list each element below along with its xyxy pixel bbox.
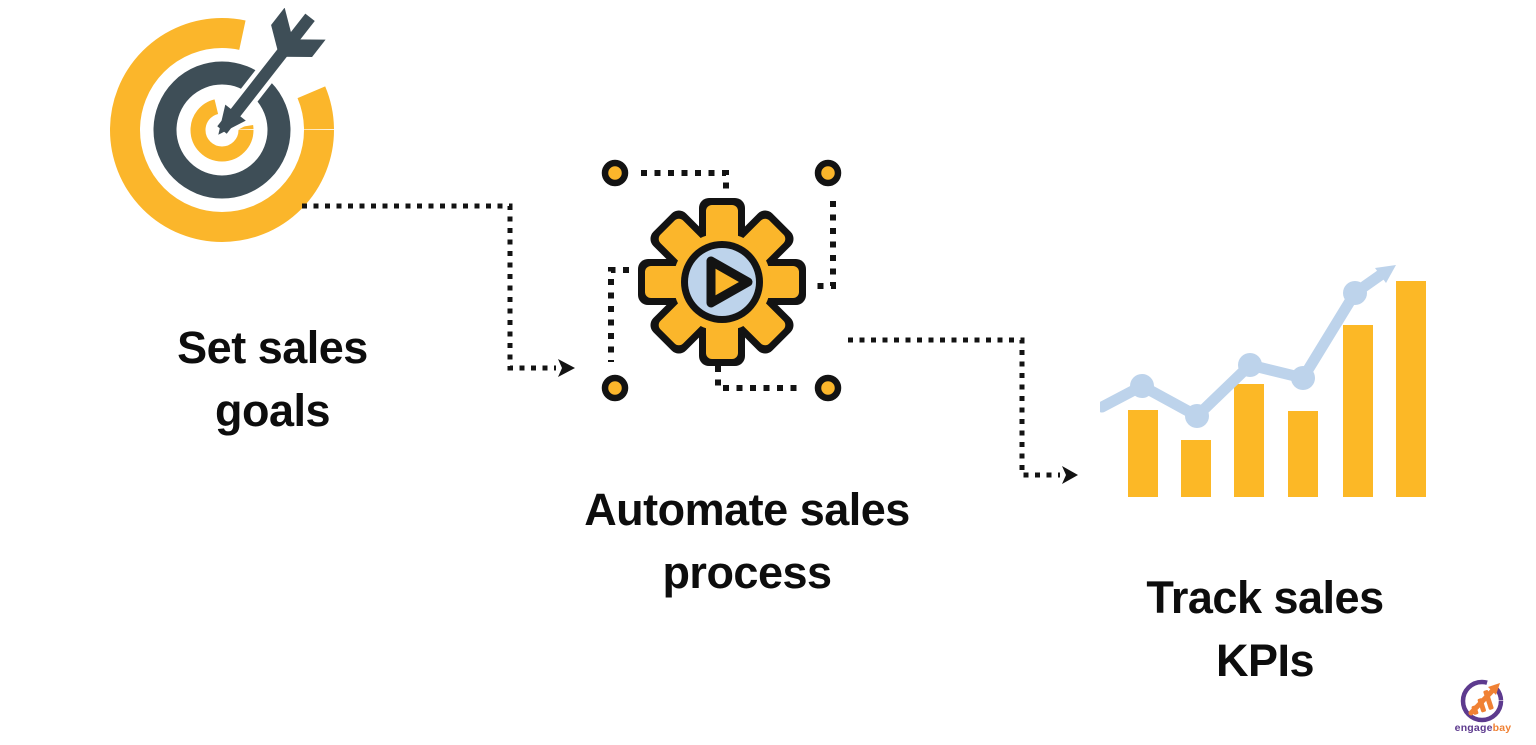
kpi-node	[1238, 353, 1262, 377]
logo-word-bay: bay	[1492, 722, 1512, 734]
step-label-set-sales-goals: Set sales goals	[95, 316, 450, 442]
label-line-2: process	[662, 547, 832, 598]
logo-arrow	[1468, 684, 1499, 716]
label-line-2: goals	[214, 385, 331, 436]
target-bullseye-ring	[190, 98, 254, 162]
step-label-track-sales-kpis: Track sales KPIs	[1078, 566, 1452, 692]
kpi-node	[1343, 281, 1367, 305]
arrowhead	[1062, 466, 1078, 484]
kpi-bar	[1128, 410, 1158, 497]
kpi-trend-nodes	[1130, 281, 1367, 428]
play-icon	[706, 256, 753, 308]
connector-arrow-2	[848, 337, 1078, 484]
kpi-bar	[1343, 325, 1373, 497]
logo-arrowhead	[1488, 683, 1500, 695]
label-line-1: Set sales	[177, 322, 368, 373]
arrowhead	[558, 359, 575, 377]
kpi-bars	[1128, 281, 1426, 497]
label-line-1: Track sales	[1146, 572, 1384, 623]
step-label-automate-sales-process: Automate sales process	[538, 478, 956, 604]
kpi-node	[1291, 366, 1315, 390]
kpi-node	[1185, 404, 1209, 428]
target-middle-ring	[153, 61, 291, 199]
dashed-frame	[601, 159, 842, 402]
kpi-bar	[1396, 281, 1426, 497]
gear-play-icon	[601, 159, 842, 402]
connector-arrow-1	[302, 203, 575, 377]
kpi-bar	[1288, 411, 1318, 497]
kpi-bar	[1234, 384, 1264, 497]
corner-nodes	[601, 159, 842, 402]
kpi-arrowhead	[1375, 265, 1396, 283]
label-line-1: Automate sales	[584, 484, 910, 535]
engagebay-logo-text: engagebay	[1441, 722, 1525, 734]
kpi-bar-chart-icon	[1100, 265, 1426, 497]
dart-icon	[212, 8, 331, 140]
engagebay-logo-icon	[1460, 679, 1504, 723]
kpi-node	[1130, 374, 1154, 398]
target-outer-ring	[110, 18, 334, 242]
kpi-bar	[1181, 440, 1211, 497]
logo-word-engage: engage	[1454, 722, 1493, 734]
target-icon	[110, 8, 334, 242]
label-line-2: KPIs	[1215, 635, 1315, 686]
